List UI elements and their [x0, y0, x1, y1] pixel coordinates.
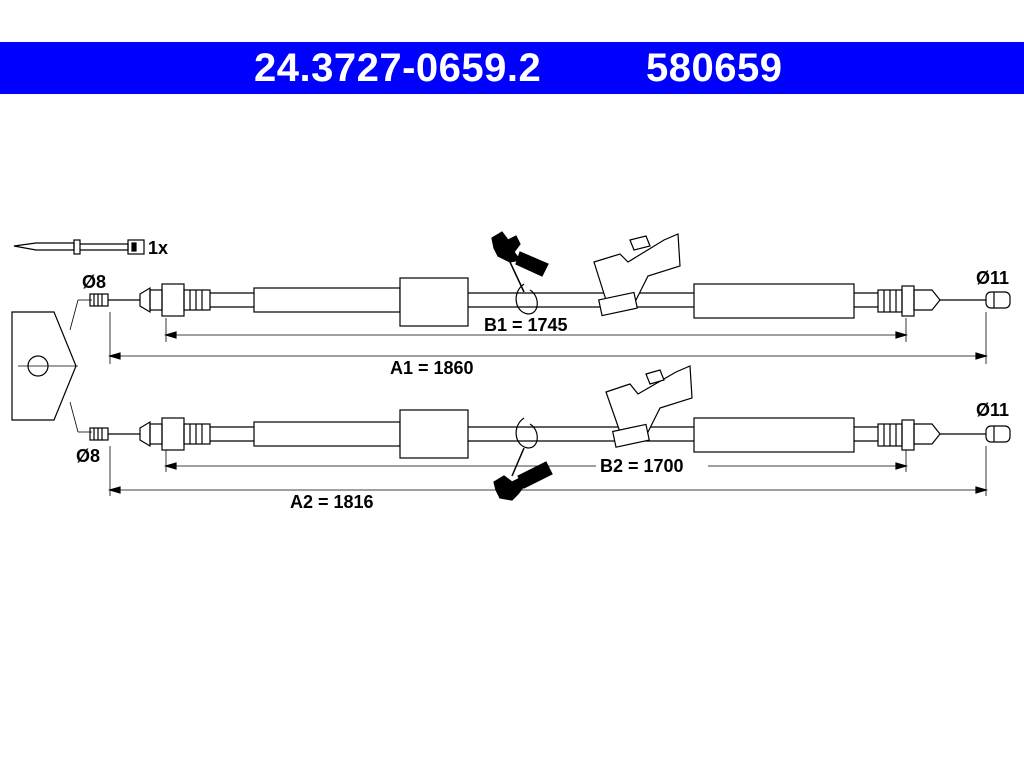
header-bar: 24.3727-0659.2 580659: [0, 42, 1024, 94]
cable-1-right-diameter: Ø11: [976, 268, 1009, 288]
cable-2-left-diameter: Ø8: [76, 446, 100, 466]
cable-1-drawing: [89, 233, 1011, 364]
part-number: 24.3727-0659.2: [254, 46, 542, 90]
reference-number: 580659: [646, 46, 783, 90]
cable-tie-icon: [13, 239, 145, 255]
dimension-a2: A2 = 1816: [290, 492, 374, 512]
cable-1-left-diameter: Ø8: [82, 272, 106, 292]
dimension-a1: A1 = 1860: [390, 358, 474, 378]
dimension-b2: B2 = 1700: [600, 456, 684, 476]
clip-2-icon: [493, 447, 553, 501]
dimension-b1: B1 = 1745: [484, 315, 568, 335]
clip-1-icon: [491, 231, 549, 293]
bracket-icon: [11, 299, 92, 433]
cable-2-right-diameter: Ø11: [976, 400, 1009, 420]
cable-2-drawing: [89, 365, 1011, 496]
accessory-quantity: 1x: [148, 238, 168, 258]
